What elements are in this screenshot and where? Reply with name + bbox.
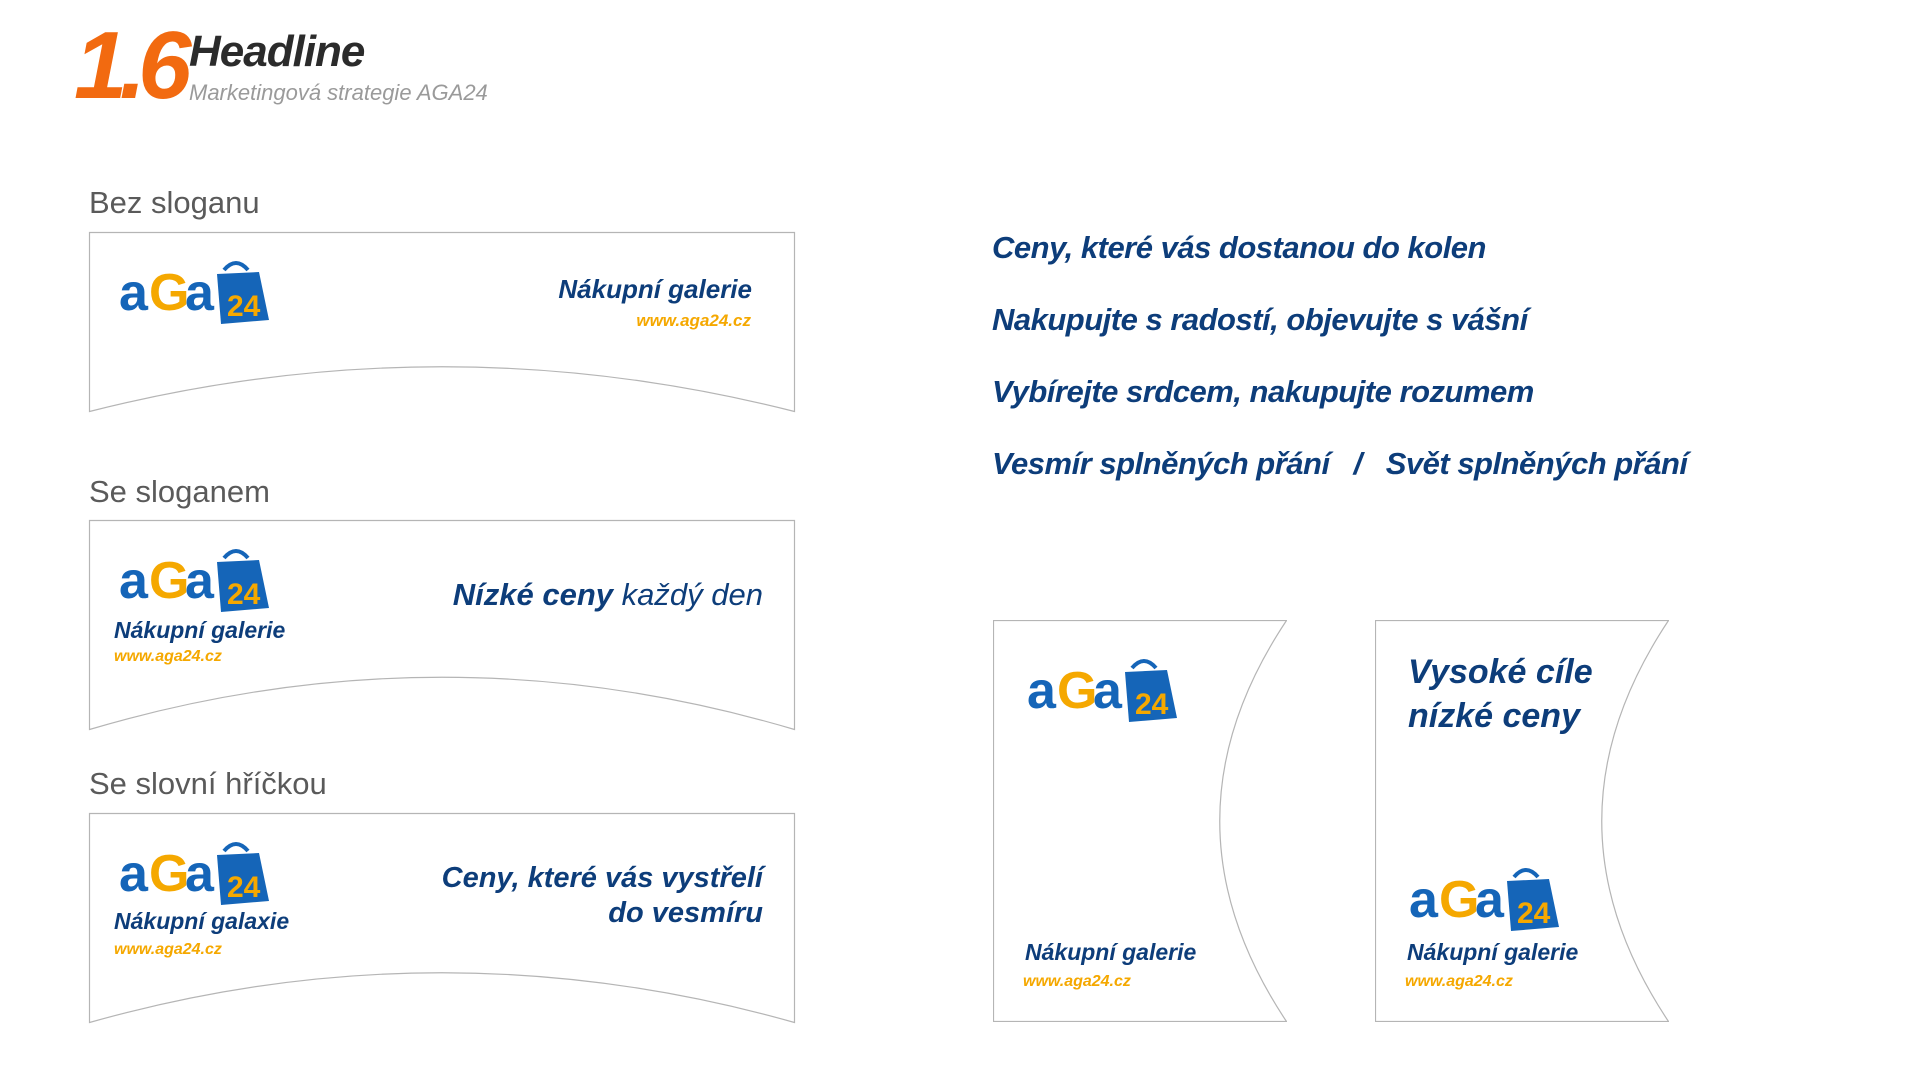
- logo-letter-a: a: [1027, 662, 1057, 720]
- logo-letter-a: a: [1409, 871, 1439, 929]
- banner-wordplay: a G a 24 Nákupní galaxie www.aga24.cz Ce…: [88, 812, 796, 1024]
- slogan-line-2: nízké ceny: [1408, 697, 1580, 736]
- headline-3: Vybírejte srdcem, nakupujte rozumem: [992, 374, 1534, 409]
- headline-separator: /: [1353, 446, 1363, 481]
- logo-letter-g: G: [1439, 871, 1477, 929]
- shopping-bag-icon: [1125, 659, 1177, 722]
- section-title: Headline: [189, 27, 365, 76]
- website-url: www.aga24.cz: [114, 648, 222, 665]
- banner-frame: [88, 812, 796, 1024]
- logo-number: 24: [227, 871, 261, 904]
- website-url: www.aga24.cz: [1023, 973, 1131, 990]
- logo-letter-a2: a: [185, 552, 215, 610]
- logo-letter-a: a: [119, 552, 149, 610]
- tagline: Nákupní galerie: [1025, 939, 1197, 965]
- label-no-slogan: Bez sloganu: [89, 185, 260, 220]
- aga24-logo: a G a 24: [119, 546, 279, 616]
- slogan: Nízké ceny každý den: [453, 576, 763, 613]
- tagline: Nákupní galerie: [1407, 939, 1579, 965]
- slogan-line-1: Vysoké cíle: [1408, 653, 1593, 691]
- banner-frame: [88, 519, 796, 731]
- logo-letter-a2: a: [185, 264, 215, 322]
- logo-letter-a2: a: [1475, 871, 1505, 929]
- headline-4: Vesmír splněných přání / Svět splněných př…: [992, 448, 1688, 479]
- aga24-logo: a G a 24: [119, 839, 279, 909]
- shopping-bag-icon: [217, 842, 269, 905]
- logo-letter-g: G: [1057, 662, 1095, 720]
- headline-1: Ceny, které vás dostanou do kolen: [992, 230, 1487, 265]
- logo-letter-a: a: [119, 264, 149, 322]
- headline-2: Nakupujte s radostí, objevujte s vášní: [992, 302, 1528, 337]
- section-subtitle: Marketingová strategie AGA24: [189, 80, 488, 105]
- logo-number: 24: [227, 578, 261, 611]
- slogan-emphasis: Nízké ceny: [452, 577, 614, 612]
- website-url: www.aga24.cz: [636, 311, 751, 330]
- vertical-card-slogan: Vysoké cíle nízké ceny a G a 24 Nákupní …: [1375, 620, 1669, 1022]
- shopping-bag-icon: [217, 261, 269, 324]
- logo-number: 24: [227, 290, 261, 323]
- card-frame: [1375, 620, 1669, 1022]
- tagline: Nákupní galaxie: [114, 908, 290, 934]
- aga24-logo: a G a 24: [119, 258, 279, 328]
- headline-4-left: Vesmír splněných přání: [992, 446, 1330, 481]
- slogan: Vysoké cíle nízké ceny: [1408, 650, 1593, 738]
- section-number: 1.6: [74, 12, 191, 119]
- logo-letter-a2: a: [185, 845, 215, 903]
- logo-letter-g: G: [149, 552, 187, 610]
- aga24-logo: a G a 24: [1409, 865, 1569, 935]
- slogan-line-1: Ceny, které vás vystřelí: [441, 862, 763, 894]
- banner-with-slogan: a G a 24 Nákupní galerie www.aga24.cz Ní…: [88, 519, 796, 731]
- logo-letter-a: a: [119, 845, 149, 903]
- logo-letter-g: G: [149, 264, 187, 322]
- shopping-bag-icon: [217, 549, 269, 612]
- slogan-rest: každý den: [621, 577, 763, 612]
- logo-letter-g: G: [149, 845, 187, 903]
- banner-no-slogan: a G a 24 Nákupní galerie www.aga24.cz: [88, 231, 796, 413]
- shopping-bag-icon: [1507, 868, 1559, 931]
- website-url: www.aga24.cz: [1405, 973, 1513, 990]
- tagline: Nákupní galerie: [114, 617, 286, 643]
- tagline: Nákupní galerie: [558, 274, 752, 304]
- label-with-slogan: Se sloganem: [89, 474, 270, 509]
- website-url: www.aga24.cz: [114, 941, 222, 958]
- logo-number: 24: [1135, 688, 1169, 721]
- banner-frame: [88, 231, 796, 413]
- logo-number: 24: [1517, 897, 1551, 930]
- logo-letter-a2: a: [1093, 662, 1123, 720]
- vertical-card-plain: a G a 24 Nákupní galerie www.aga24.cz: [993, 620, 1287, 1022]
- slogan: Ceny, které vás vystřelí do vesmíru: [442, 861, 763, 931]
- slogan-line-2: do vesmíru: [608, 896, 763, 929]
- label-wordplay: Se slovní hříčkou: [89, 766, 327, 801]
- card-frame: [993, 620, 1287, 1022]
- aga24-logo: a G a 24: [1027, 656, 1187, 726]
- headline-4-right: Svět splněných přání: [1385, 446, 1688, 481]
